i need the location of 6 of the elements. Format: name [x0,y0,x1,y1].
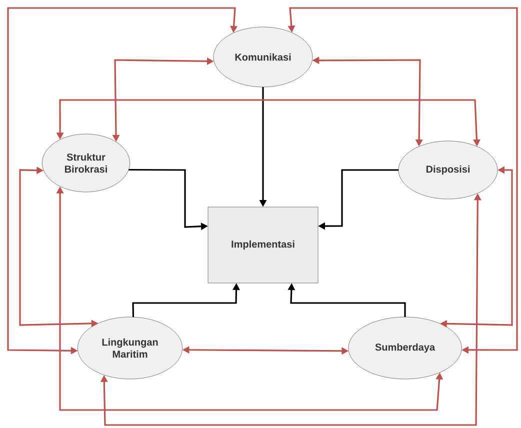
ellipse-node: Sumberdaya [348,316,462,380]
ellipse-node: Disposisi [398,140,498,200]
ellipse-node: Struktur Birokrasi [42,134,130,192]
process-box: Implementasi [208,206,318,284]
ellipse-node: Lingkungan Maritim [77,316,183,380]
ellipse-node: Komunikasi [213,26,313,88]
